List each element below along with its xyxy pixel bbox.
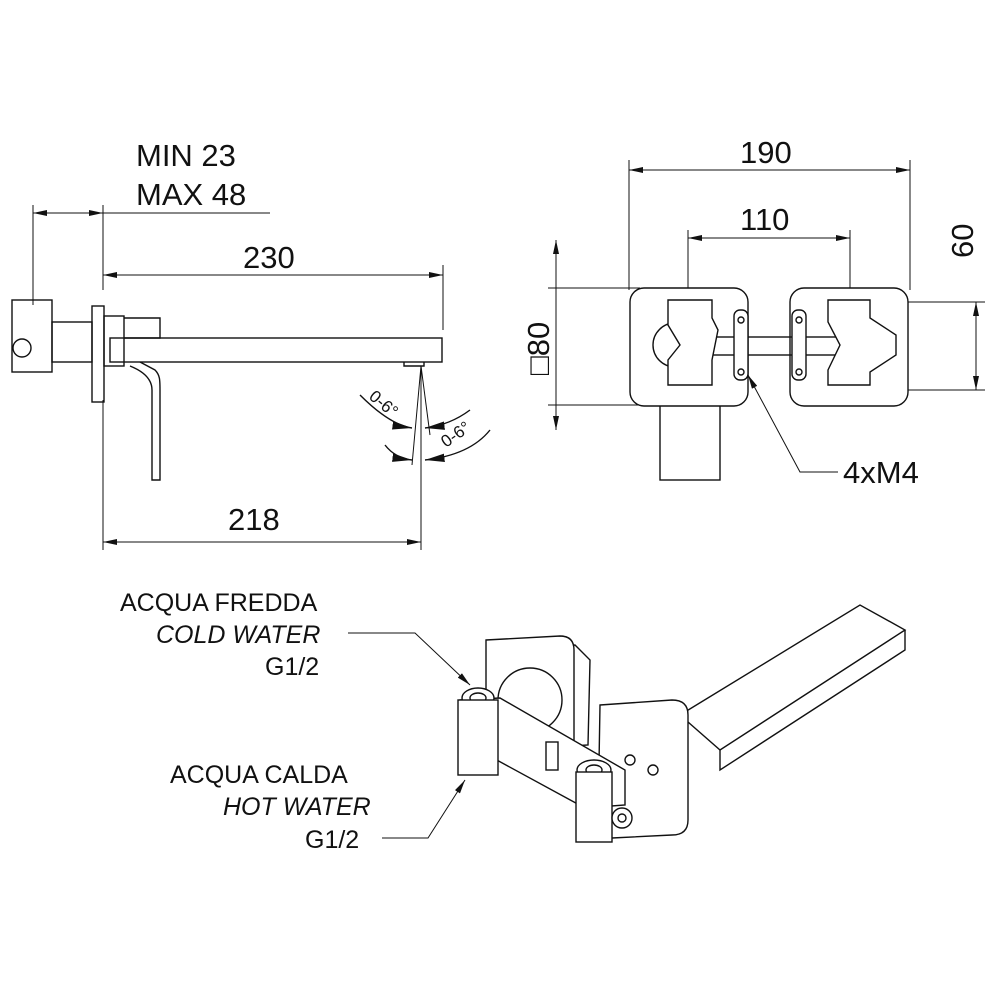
angle-label-1: 0-6° bbox=[365, 387, 401, 422]
total-width-label: 190 bbox=[740, 135, 792, 170]
depth-min-label: MIN 23 bbox=[136, 138, 236, 173]
cold-water-it-label: ACQUA FREDDA bbox=[120, 589, 318, 617]
hot-water-en-label: HOT WATER bbox=[223, 793, 371, 821]
depth-max-label: MAX 48 bbox=[136, 177, 246, 212]
projection-label: 218 bbox=[228, 502, 280, 537]
spout-length-label: 230 bbox=[243, 240, 295, 275]
iso-view bbox=[348, 604, 907, 843]
side-view bbox=[11, 205, 491, 550]
cold-water-en-label: COLD WATER bbox=[156, 621, 320, 649]
cold-size-label: G1/2 bbox=[265, 653, 319, 681]
hot-water-it-label: ACQUA CALDA bbox=[170, 761, 348, 789]
angle-label-2: 0-6° bbox=[437, 418, 474, 452]
front-view bbox=[548, 160, 985, 481]
hot-size-label: G1/2 bbox=[305, 826, 359, 854]
screws-label: 4xM4 bbox=[843, 455, 919, 490]
plate-size-label: □80 bbox=[521, 322, 556, 375]
center-distance-label: 110 bbox=[740, 202, 789, 237]
plate-height-label: 60 bbox=[945, 224, 980, 258]
